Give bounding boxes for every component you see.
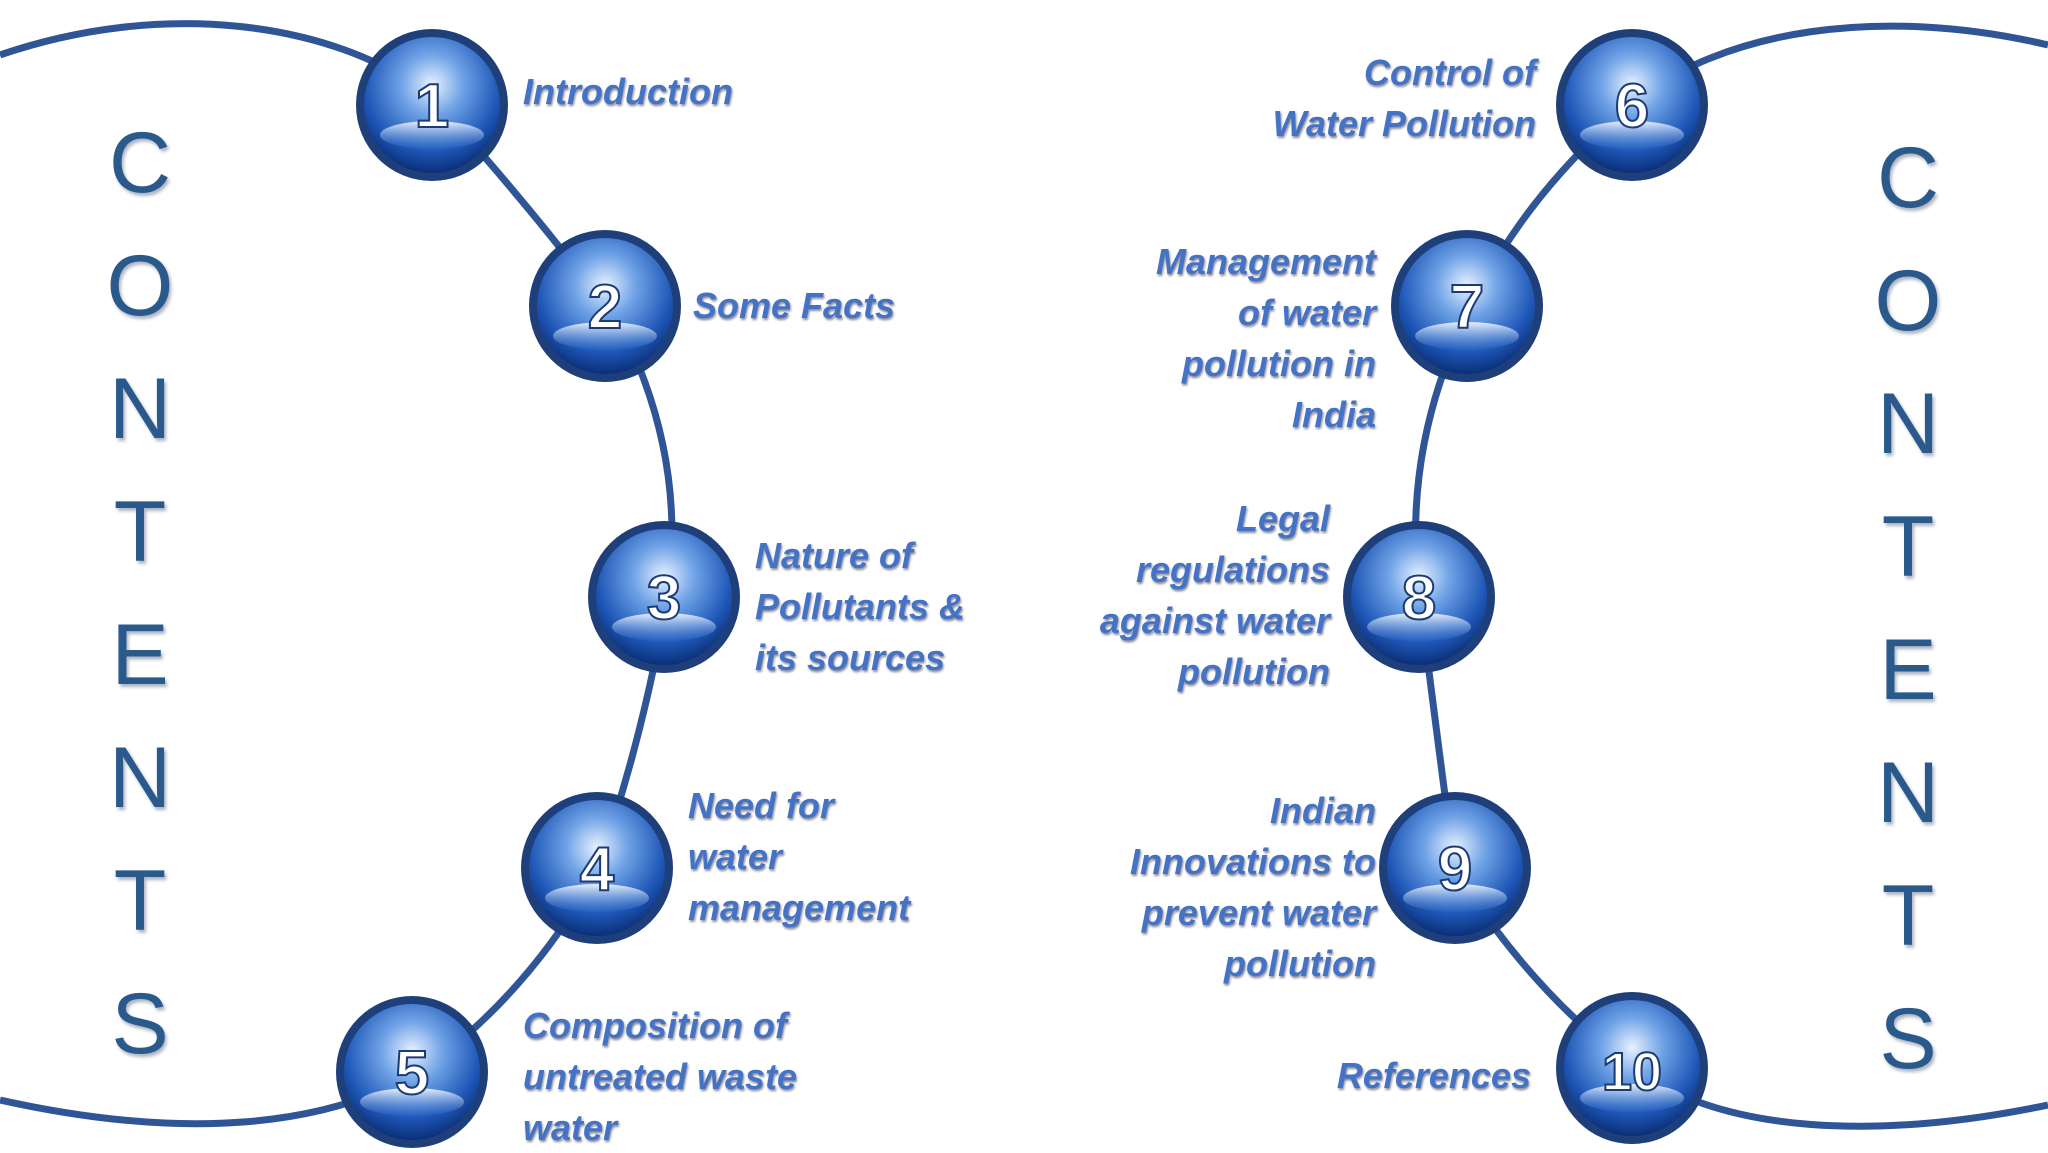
node-7: 7 [1391,230,1543,382]
heading-letter: T [1881,499,1935,595]
node-number: 1 [415,72,449,141]
node-3: 3 [588,521,740,673]
node-1: 1 [356,29,508,181]
heading-letter: N [1876,376,1940,472]
node-number: 2 [588,273,622,342]
node-10: 10 [1556,992,1708,1144]
item-label-6: Control of Water Pollution [1272,52,1536,144]
heading-letter: N [108,361,172,457]
heading-letter: T [113,484,167,580]
ripple-highlight [1367,613,1471,641]
node-4: 4 [521,792,673,944]
nodes-layer: 1 2 3 4 5 6 7 8 9 10 [336,29,1708,1148]
node-6: 6 [1556,29,1708,181]
item-label-9: Indian Innovations to prevent water poll… [1130,790,1376,984]
node-number: 9 [1438,835,1472,904]
ripple-highlight [1580,1084,1684,1112]
ripple-highlight [545,884,649,912]
heading-letter: T [113,853,167,949]
ripple-highlight [1403,884,1507,912]
ripple-highlight [380,121,484,149]
heading-letter: N [1876,745,1940,841]
node-2: 2 [529,230,681,382]
node-number: 4 [580,835,615,904]
heading-letter: O [106,238,174,334]
heading-letter: T [1881,868,1935,964]
node-number: 5 [395,1039,429,1108]
node-number: 6 [1615,72,1649,141]
heading-letter: C [108,115,172,211]
ripple-highlight [360,1088,464,1116]
item-label-5: Composition of untreated waste water [523,1005,798,1148]
item-label-1: Introduction [523,71,733,112]
item-label-2: Some Facts [693,285,896,326]
arc-layer [0,20,2048,1130]
node-number: 8 [1402,564,1436,633]
ripple-highlight [553,322,657,350]
heading-letter: N [108,730,172,826]
node-number: 10 [1602,1042,1662,1102]
node-8: 8 [1343,521,1495,673]
item-label-4: Need for water management [688,785,911,928]
heading-letter: E [1879,622,1937,718]
node-5: 5 [336,996,488,1148]
heading-letter: S [1879,991,1937,1087]
heading-letter: C [1876,130,1940,226]
ripple-highlight [1415,322,1519,350]
heading-letter: E [111,607,169,703]
ripple-highlight [1580,121,1684,149]
item-label-7: Management of water pollution in India [1155,241,1376,435]
item-label-8: Legal regulations against water pollutio… [1099,498,1330,692]
node-number: 3 [647,564,681,633]
heading-letter: O [1874,253,1942,349]
node-number: 7 [1450,273,1484,342]
item-label-3: Nature of Pollutants & its sources [755,535,966,678]
item-label-10: References [1336,1055,1531,1096]
ripple-highlight [612,613,716,641]
node-9: 9 [1379,792,1531,944]
heading-letter: S [111,976,169,1072]
